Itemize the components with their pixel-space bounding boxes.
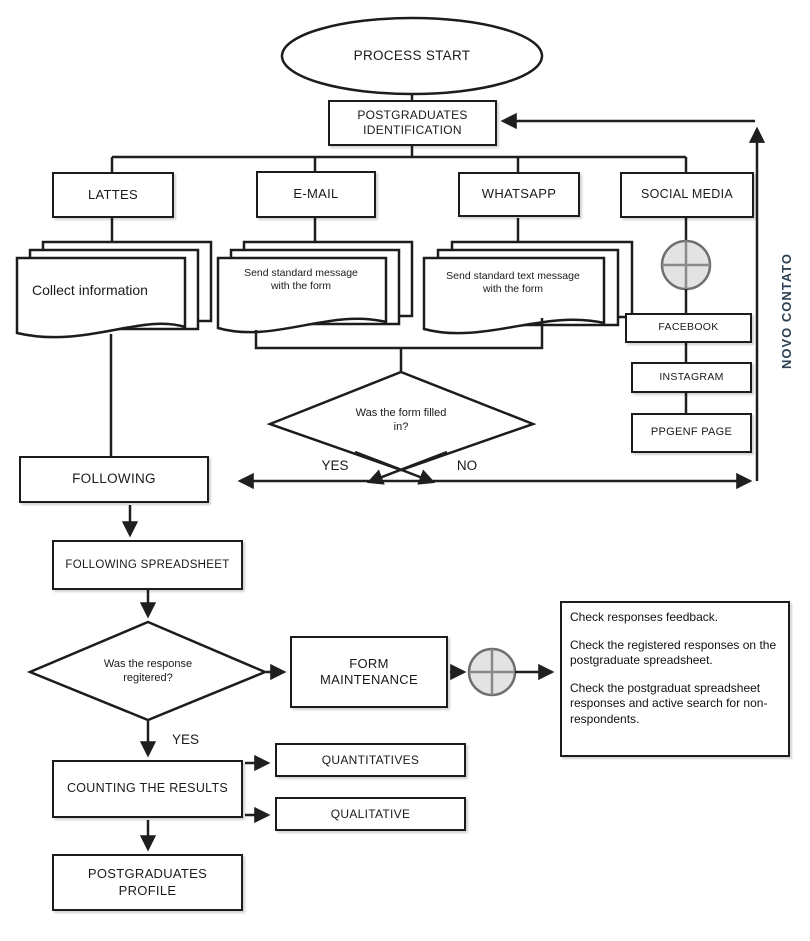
channel-email-box: E-MAIL: [256, 171, 376, 218]
instagram-box: INSTAGRAM: [631, 362, 752, 393]
novo-contato-label: NOVO CONTATO: [778, 253, 794, 369]
channel-whatsapp-box: WHATSAPP: [458, 172, 580, 217]
maintenance-note-2: Check the registered responses on the po…: [570, 637, 777, 668]
maintenance-notes-box: Check responses feedback. Check the regi…: [560, 601, 790, 757]
connector-distribution-bus: [110, 146, 688, 173]
quantitatives-label: QUANTITATIVES: [321, 752, 420, 767]
postgraduates-identification-box: POSTGRADUATES IDENTIFICATION: [328, 100, 497, 146]
facebook-label: FACEBOOK: [658, 321, 719, 334]
channel-email-label: E-MAIL: [293, 186, 339, 202]
decision-response-yes-label: YES: [171, 731, 199, 747]
decision-form-question: Was the form filled in?: [355, 407, 447, 433]
facebook-box: FACEBOOK: [625, 313, 752, 343]
decision-response-diamond: [26, 620, 269, 722]
decision-form-exit-left: [366, 450, 448, 485]
qualitative-box: QUALITATIVE: [275, 797, 466, 831]
ppgenf-page-label: PPGENF PAGE: [650, 426, 733, 439]
process-start-label: PROCESS START: [353, 47, 471, 63]
maintenance-connector-cross-icon: [469, 649, 515, 695]
lattes-document-stack: [15, 240, 213, 339]
decision-response-question: Was the response regitered?: [103, 658, 193, 684]
whatsapp-document-label: Send standard text message with the form: [446, 269, 580, 295]
channel-lattes-label: LATTES: [88, 186, 138, 202]
maintenance-note-3: Check the postgraduat spreadsheet respon…: [570, 680, 768, 726]
channel-whatsapp-label: WHATSAPP: [481, 186, 557, 202]
decision-form-exit-right: [354, 450, 436, 485]
qualitative-label: QUALITATIVE: [330, 806, 411, 821]
decision-form-no-label: NO: [456, 457, 478, 473]
counting-results-box: COUNTING THE RESULTS: [52, 760, 243, 818]
connector-docs-collector: [254, 318, 544, 371]
form-maintenance-box: FORM MAINTENANCE: [290, 636, 448, 708]
collect-information-label: Collect information: [32, 282, 148, 299]
following-spreadsheet-box: FOLLOWING SPREADSHEET: [52, 540, 243, 590]
whatsapp-document-stack: [422, 240, 634, 335]
email-document-stack: [216, 240, 414, 334]
channel-lattes-box: LATTES: [52, 172, 174, 218]
channel-social-media-box: SOCIAL MEDIA: [620, 172, 754, 218]
decision-form-yes-label: YES: [321, 457, 349, 473]
maintenance-note-1: Check responses feedback.: [570, 610, 719, 624]
channel-social-media-label: SOCIAL MEDIA: [640, 187, 734, 202]
quantitatives-box: QUANTITATIVES: [275, 743, 466, 777]
connector-channel-stubs: [110, 218, 688, 248]
postgraduates-profile-label: POSTGRADUATES PROFILE: [87, 866, 208, 898]
following-box: FOLLOWING: [19, 456, 209, 503]
following-label: FOLLOWING: [72, 471, 156, 487]
ppgenf-page-box: PPGENF PAGE: [631, 413, 752, 453]
instagram-label: INSTAGRAM: [659, 370, 724, 383]
form-maintenance-label: FORM MAINTENANCE: [320, 655, 418, 687]
counting-results-label: COUNTING THE RESULTS: [66, 781, 229, 796]
following-spreadsheet-label: FOLLOWING SPREADSHEET: [65, 558, 230, 571]
postgraduates-profile-box: POSTGRADUATES PROFILE: [52, 854, 243, 911]
email-document-label: Send standard message with the form: [244, 266, 358, 292]
social-connector-cross-icon: [662, 241, 710, 289]
postgraduates-identification-label: POSTGRADUATES IDENTIFICATION: [357, 108, 468, 137]
